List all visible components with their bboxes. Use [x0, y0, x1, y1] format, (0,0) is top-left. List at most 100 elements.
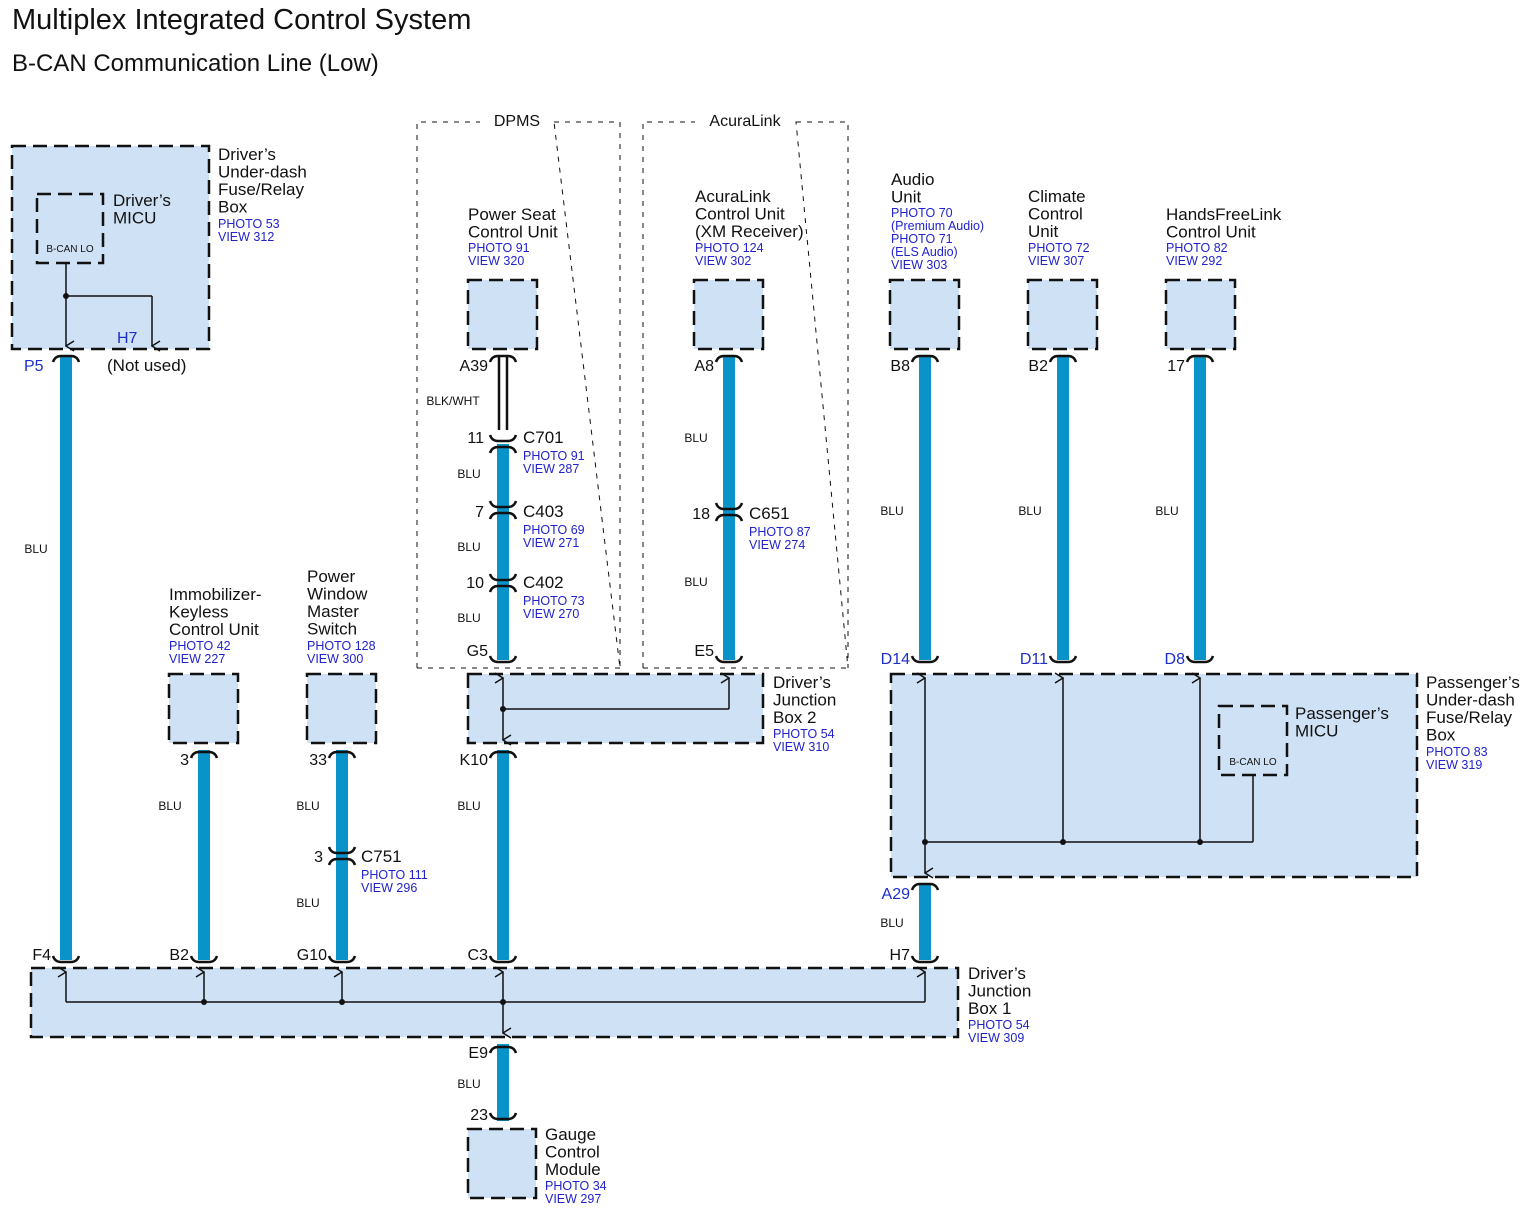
pin-gauge_in: 23	[470, 1107, 488, 1124]
terminal-cap	[1185, 354, 1215, 363]
passenger-fuse-box-label: Fuse/Relay	[1426, 708, 1512, 727]
pin-pfb_d14: D14	[881, 651, 910, 668]
pin-pfb_a29: A29	[882, 886, 911, 903]
power-seat-ref: PHOTO 91	[468, 241, 530, 255]
terminal-cap	[714, 655, 744, 664]
acuralink-group: AcuraLink	[642, 113, 849, 669]
pin-jb2_e5: E5	[694, 643, 714, 660]
wire-color-label: BLU	[457, 799, 480, 813]
climate-unit-label: Control	[1028, 205, 1083, 224]
climate-unit-label: Climate	[1028, 187, 1086, 206]
wire-color-label: BLU	[684, 575, 707, 589]
power-window-label: Switch	[307, 620, 357, 639]
passenger-fuse-box-label: Box	[1426, 726, 1456, 745]
passenger-micu-label: Passenger’s	[1295, 704, 1389, 723]
terminal-cap	[488, 1045, 518, 1054]
terminal-cap	[488, 573, 518, 582]
connector-c402-ref: VIEW 270	[523, 607, 579, 621]
power-seat-label: Control Unit	[468, 223, 558, 242]
drivers-fuse-box-label: Fuse/Relay	[218, 180, 304, 199]
terminal-cap	[714, 502, 744, 511]
junction-box-2-ref: PHOTO 54	[773, 727, 835, 741]
dpms-group: DPMS	[416, 113, 621, 669]
acuralink-group-label: AcuraLink	[709, 113, 781, 130]
splice-dot	[500, 706, 506, 712]
drivers-micu-label: MICU	[113, 209, 156, 228]
wire-color-label: BLK/WHT	[426, 394, 480, 408]
acuralink-unit-box	[692, 278, 765, 351]
connector-c751-pin: 3	[314, 849, 323, 866]
power-window-ref: PHOTO 128	[307, 639, 376, 653]
junction-box-1-label: Junction	[968, 982, 1031, 1001]
wire-color-label: BLU	[296, 799, 319, 813]
splice-dot	[922, 839, 928, 845]
connector-c403-ref: VIEW 271	[523, 536, 579, 550]
audio-unit-ref: (Premium Audio)	[891, 219, 984, 233]
terminal-cap	[327, 955, 357, 964]
drivers-fuse-box-label: Box	[218, 198, 248, 217]
gauge-module-ref: VIEW 297	[545, 1192, 601, 1206]
wire-color-label: BLU	[684, 431, 707, 445]
pin-pfb_d8: D8	[1165, 651, 1186, 668]
gauge-module-ref: PHOTO 34	[545, 1179, 607, 1193]
audio-unit-ref: PHOTO 71	[891, 232, 953, 246]
pin-jb1_h7: H7	[890, 947, 911, 964]
terminal-cap	[1185, 655, 1215, 664]
pin-climate_out: B2	[1028, 358, 1048, 375]
immobilizer-label: Immobilizer-	[169, 585, 262, 604]
climate-unit-label: Unit	[1028, 222, 1059, 241]
splice-dot	[201, 999, 207, 1005]
audio-unit-label: Unit	[891, 188, 922, 207]
terminal-cap	[714, 354, 744, 363]
terminal-cap	[910, 655, 940, 664]
drivers-micu-label: Driver’s	[113, 191, 171, 210]
audio-unit-label: Audio	[891, 170, 934, 189]
junction-box-2-label: Box 2	[773, 708, 816, 727]
dpms-group-label: DPMS	[494, 113, 540, 130]
connector-c751-name: C751	[361, 847, 402, 866]
terminal-cap	[1048, 655, 1078, 664]
page-title: Multiplex Integrated Control System	[12, 4, 472, 36]
pin-jb1_c3: C3	[468, 947, 489, 964]
pin-power_window_out: 33	[309, 752, 327, 769]
terminal-cap	[910, 955, 940, 964]
connector-c403-pin: 7	[475, 504, 484, 521]
connector-c402-ref: PHOTO 73	[523, 594, 585, 608]
wire-color-label: BLU	[457, 467, 480, 481]
connector-c701-ref: VIEW 287	[523, 462, 579, 476]
connector-c701-name: C701	[523, 428, 564, 447]
terminal-cap	[488, 750, 518, 759]
power-seat-ref: VIEW 320	[468, 254, 524, 268]
pin-power_seat_out: A39	[460, 358, 489, 375]
drivers-fuse-box-label: Under-dash	[218, 163, 307, 182]
connector-c751-ref: VIEW 296	[361, 881, 417, 895]
terminal-cap	[51, 955, 81, 964]
power-window-label: Window	[307, 585, 368, 604]
acuralink-unit-ref: PHOTO 124	[695, 241, 764, 255]
gauge-module-label: Module	[545, 1160, 601, 1179]
handsfree-unit-label: HandsFreeLink	[1166, 205, 1282, 224]
immobilizer-label: Control Unit	[169, 620, 259, 639]
junction-box-1-ref: PHOTO 54	[968, 1018, 1030, 1032]
junction-box-1-ref: VIEW 309	[968, 1031, 1024, 1045]
handsfree-unit-box	[1164, 278, 1237, 351]
audio-unit-ref: VIEW 303	[891, 258, 947, 272]
page-subtitle: B-CAN Communication Line (Low)	[12, 50, 379, 77]
drivers-fuse-box-ref: PHOTO 53	[218, 217, 280, 231]
pin-acuralink_out: A8	[694, 358, 714, 375]
drivers-micu-terminal: B-CAN LO	[46, 244, 93, 255]
pin-h7-unused: H7	[117, 330, 138, 347]
not-used-note: (Not used)	[107, 356, 186, 375]
terminal-cap	[488, 1112, 518, 1121]
terminal-cap	[488, 434, 518, 443]
pin-pfb_d11: D11	[1020, 651, 1048, 668]
wire-color-label: BLU	[457, 611, 480, 625]
splice-dot	[1197, 839, 1203, 845]
terminal-cap	[327, 846, 357, 855]
audio-unit-box	[888, 278, 961, 351]
terminal-cap	[488, 955, 518, 964]
drivers-fuse-box-label: Driver’s	[218, 145, 276, 164]
terminal-cap	[488, 445, 518, 454]
wire-color-label: BLU	[296, 896, 319, 910]
audio-unit-ref: PHOTO 70	[891, 206, 953, 220]
